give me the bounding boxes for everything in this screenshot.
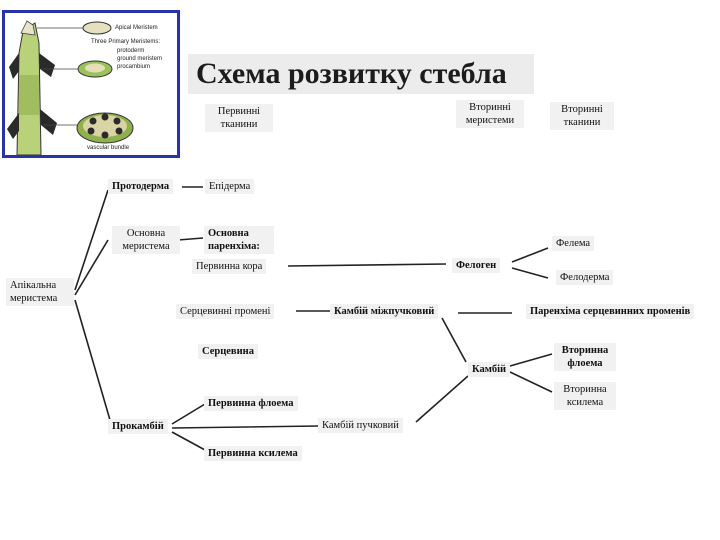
node-secondary-xylem: Вторинна ксилема [554,382,616,410]
header-secondary-tissues: Вторинні тканини [550,102,614,130]
node-ground-meristem: Основна меристема [112,226,180,254]
node-pith-rays: Серцевинні промені [176,304,275,319]
inset-caption-protoderm: protoderm [117,48,145,54]
node-cambium: Камбій [468,362,511,377]
node-phellem: Фелема [552,236,595,251]
node-primary-xylem: Первинна ксилема [204,446,302,461]
node-primary-phloem: Первинна флоема [204,396,298,411]
inset-caption-apical: Apical Meristem [115,25,158,31]
header-primary-tissues: Первинні тканини [205,104,273,132]
node-apical-meristem: Апікальна меристема [6,278,74,306]
inset-caption-procambium: procambium [117,64,151,70]
node-interfascicular-cambium: Камбій міжпучковий [330,304,439,319]
inset-caption-vascular: vascular bundle [87,145,130,151]
node-secondary-phloem: Вторинна флоема [554,343,616,371]
stem-illustration-inset: Apical Meristem Three Primary Meristems:… [2,10,180,158]
node-epidermis: Епідерма [205,179,255,194]
header-secondary-meristems: Вторинні меристеми [456,100,524,128]
node-primary-cortex: Первинна кора [192,259,267,274]
node-procambium: Прокамбій [108,419,168,434]
node-protoderm: Протодерма [108,179,174,194]
page-title: Схема розвитку стебла [188,54,534,94]
node-pith: Серцевина [198,344,258,359]
node-ray-parenchyma: Паренхіма серцевинних променів [526,304,695,319]
stem-illustration [7,20,134,155]
node-ground-parenchyma: Основна паренхіма: [204,226,274,254]
inset-caption-ground: ground meristem [117,56,163,62]
node-phelloderm: Фелодерма [556,270,614,285]
inset-caption-three: Three Primary Meristems: [91,39,161,45]
node-fascicular-cambium: Камбій пучковий [318,418,403,433]
node-phellogen: Фелоген [452,258,501,273]
